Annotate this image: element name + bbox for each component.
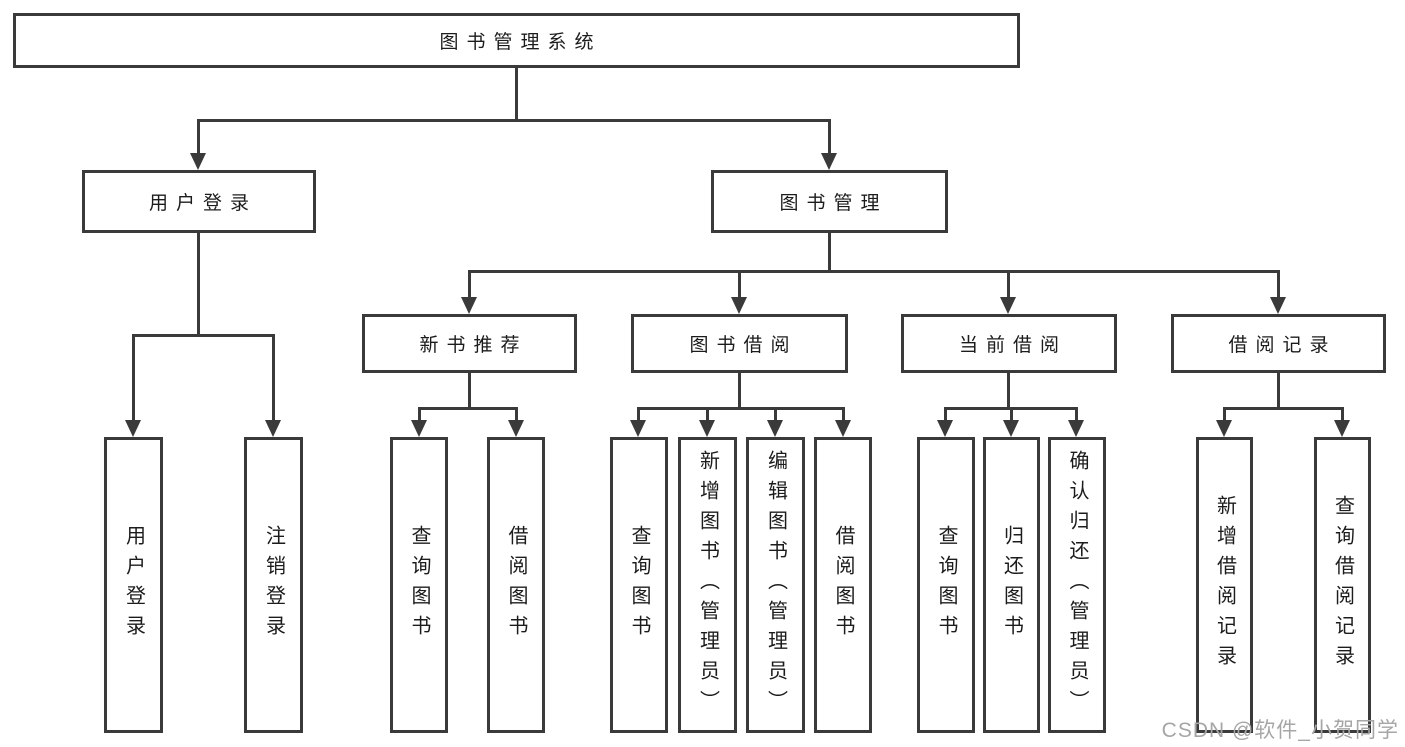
connector-stem: [1277, 373, 1280, 410]
node-book-borrowing: 图书借阅: [631, 314, 848, 373]
node-user-login: 用户登录: [82, 170, 316, 233]
leaf-query-books-3: 查询图书: [917, 437, 975, 733]
node-new-book-recommend: 新书推荐: [362, 314, 577, 373]
arrow-down-icon: [699, 420, 715, 437]
leaf-query-books-1: 查询图书: [390, 437, 448, 733]
arrow-down-icon: [731, 297, 747, 314]
leaf-add-borrow-record: 新增借阅记录: [1196, 437, 1253, 733]
arrow-down-icon: [767, 420, 783, 437]
connector-stem: [706, 407, 709, 423]
leaf-add-book-admin: 新增图书（管理员）: [678, 437, 737, 733]
arrow-down-icon: [1334, 420, 1350, 437]
leaf-logout: 注销登录: [244, 437, 303, 733]
leaf-user-login: 用户登录: [104, 437, 163, 733]
connector-stem: [828, 119, 831, 156]
arrow-down-icon: [1216, 420, 1232, 437]
arrow-down-icon: [411, 420, 427, 437]
connector-stem: [1007, 270, 1010, 300]
connector-stem: [637, 407, 640, 423]
connector-stem: [468, 373, 471, 410]
connector-stem: [418, 407, 421, 423]
leaf-confirm-return-admin: 确认归还（管理员）: [1048, 437, 1106, 733]
node-book-management: 图书管理: [711, 170, 948, 233]
connector-stem: [774, 407, 777, 423]
arrow-down-icon: [835, 420, 851, 437]
arrow-down-icon: [1000, 297, 1016, 314]
connector-root-stem: [515, 68, 518, 122]
connector-branch: [132, 334, 275, 337]
connector-root-branch: [197, 119, 831, 122]
arrow-down-icon: [821, 153, 837, 170]
connector-stem: [738, 270, 741, 300]
leaf-query-books-2: 查询图书: [610, 437, 668, 733]
leaf-query-borrow-record: 查询借阅记录: [1314, 437, 1371, 733]
connector-stem: [842, 407, 845, 423]
connector-stem: [1075, 407, 1078, 423]
node-current-borrowing: 当前借阅: [901, 314, 1117, 373]
connector-stem: [272, 334, 275, 423]
connector-branch: [1223, 407, 1343, 410]
connector-stem: [468, 270, 471, 300]
connector-stem: [828, 233, 831, 273]
arrow-down-icon: [508, 420, 524, 437]
connector-stem: [1277, 270, 1280, 300]
arrow-down-icon: [937, 420, 953, 437]
leaf-borrow-books-1: 借阅图书: [487, 437, 545, 733]
connector-branch: [468, 270, 1279, 273]
connector-stem: [738, 373, 741, 410]
leaf-borrow-books-2: 借阅图书: [814, 437, 872, 733]
arrow-down-icon: [190, 153, 206, 170]
leaf-edit-book-admin: 编辑图书（管理员）: [746, 437, 805, 733]
connector-stem: [1007, 373, 1010, 410]
connector-stem: [1223, 407, 1226, 423]
leaf-return-book: 归还图书: [983, 437, 1040, 733]
connector-stem: [197, 119, 200, 156]
arrow-down-icon: [1068, 420, 1084, 437]
arrow-down-icon: [1003, 420, 1019, 437]
node-borrow-records: 借阅记录: [1171, 314, 1386, 373]
connector-stem: [944, 407, 947, 423]
arrow-down-icon: [265, 420, 281, 437]
connector-stem: [132, 334, 135, 423]
arrow-down-icon: [461, 297, 477, 314]
arrow-down-icon: [1270, 297, 1286, 314]
arrow-down-icon: [630, 420, 646, 437]
connector-branch: [418, 407, 518, 410]
node-library-management-system: 图书管理系统: [13, 13, 1020, 68]
connector-stem: [197, 233, 200, 337]
connector-branch: [637, 407, 844, 410]
connector-stem: [1341, 407, 1344, 423]
connector-stem: [515, 407, 518, 423]
arrow-down-icon: [125, 420, 141, 437]
csdn-watermark: CSDN @软件_小贺同学: [1161, 719, 1399, 742]
connector-stem: [1010, 407, 1013, 423]
